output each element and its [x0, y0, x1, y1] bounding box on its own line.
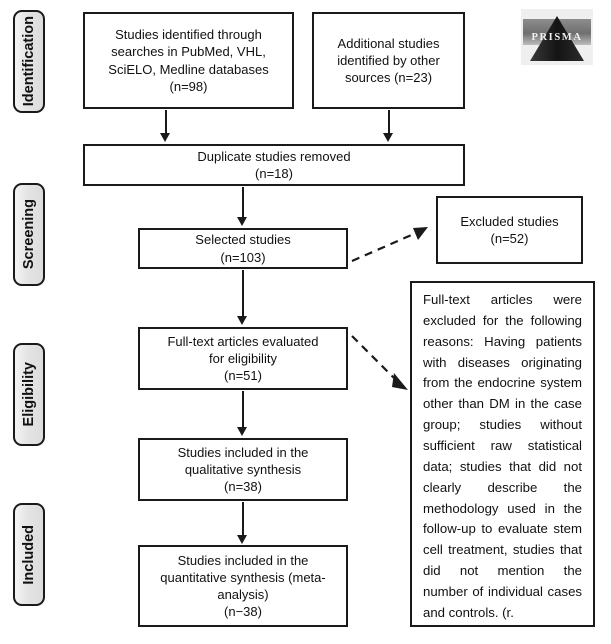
arrowhead-selected [237, 316, 247, 325]
box-additional-records-text: Additional studies identified by other s… [337, 35, 440, 86]
box-exclusion-reasons-text: Full-text articles were excluded for the… [423, 292, 582, 620]
stage-tab-eligibility: Eligibility [13, 343, 45, 446]
box-excluded-studies-text: Excluded studies (n=52) [460, 213, 559, 246]
box-fulltext-assessed-text: Full-text articles evaluated for eligibi… [167, 333, 319, 384]
box-qualitative-synthesis-text: Studies included in the qualitative synt… [177, 444, 309, 495]
box-additional-records: Additional studies identified by other s… [312, 12, 465, 109]
arrowhead-identified [160, 133, 170, 142]
prisma-logo: PRISMA [521, 9, 593, 65]
box-selected-studies-text: Selected studies (n=103) [195, 232, 291, 265]
box-duplicates-removed-text: Duplicate studies removed (n=18) [197, 148, 351, 181]
box-exclusion-reasons: Full-text articles were excluded for the… [410, 281, 595, 627]
stage-tab-screening: Screening [13, 183, 45, 286]
box-selected-studies: Selected studies (n=103) [138, 228, 348, 269]
connector-line-duplicates [242, 187, 244, 219]
stage-label-eligibility: Eligibility [20, 362, 37, 427]
box-duplicates-removed: Duplicate studies removed (n=18) [83, 144, 465, 186]
stage-label-included: Included [20, 524, 37, 585]
connector-line-selected [242, 270, 244, 318]
box-identified-records: Studies identified through searches in P… [83, 12, 294, 109]
box-quantitative-synthesis-text: Studies included in the quantitative syn… [160, 552, 326, 620]
stage-label-identification: Identification [20, 16, 37, 107]
dashed-arrow-to-exclusion-reasons [351, 335, 408, 390]
stage-tab-identification: Identification [13, 10, 45, 113]
dashed-arrow-to-excluded [351, 227, 428, 263]
connector-line-identified [165, 110, 167, 136]
arrowhead-additional [383, 133, 393, 142]
prisma-wordmark: PRISMA [531, 32, 582, 43]
stage-label-screening: Screening [20, 199, 37, 270]
arrowhead-qualitative [237, 535, 247, 544]
arrowhead-fulltext [237, 427, 247, 436]
connector-line-fulltext [242, 391, 244, 429]
arrowhead-duplicates [237, 217, 247, 226]
box-identified-records-text: Studies identified through searches in P… [108, 27, 269, 94]
connector-line-additional [388, 110, 390, 136]
connector-line-qualitative [242, 502, 244, 537]
prisma-logo-icon: PRISMA [521, 9, 593, 65]
box-quantitative-synthesis: Studies included in the quantitative syn… [138, 545, 348, 627]
box-excluded-studies: Excluded studies (n=52) [436, 196, 583, 264]
box-fulltext-assessed: Full-text articles evaluated for eligibi… [138, 327, 348, 390]
box-qualitative-synthesis: Studies included in the qualitative synt… [138, 438, 348, 501]
stage-tab-included: Included [13, 503, 45, 606]
